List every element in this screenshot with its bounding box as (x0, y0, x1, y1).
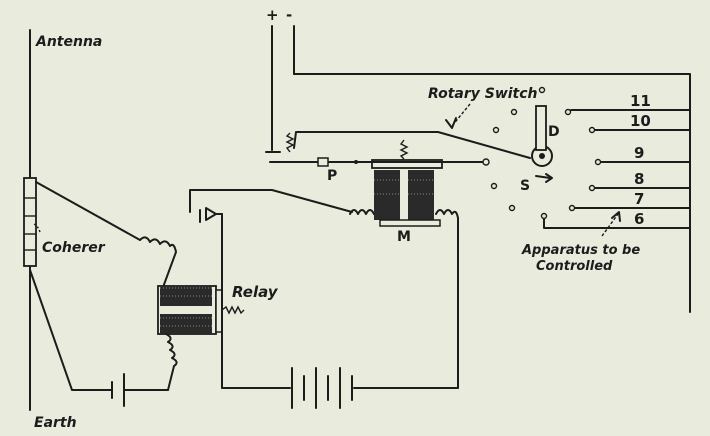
contact-to-magnet-wire (189, 189, 353, 213)
circuit-number-8: 8 (634, 170, 644, 188)
minus-label: - (286, 6, 292, 24)
circuit-number-9: 9 (634, 144, 644, 162)
antenna-label: Antenna (35, 34, 102, 50)
battery-return-wire (353, 231, 459, 389)
apparatus-label-line2: Controlled (536, 259, 613, 274)
apparatus-arrowhead (611, 211, 621, 222)
main-battery (291, 367, 353, 409)
switch-contacts (490, 86, 602, 220)
rotary-switch-label: Rotary Switch (428, 86, 538, 102)
magnet-lead-left (349, 209, 375, 215)
earth-label: Earth (34, 415, 77, 431)
earth-return-wire (29, 269, 113, 391)
switch-arm-label-d: D (548, 124, 560, 140)
pawl-terminal (482, 158, 490, 166)
spring (285, 132, 295, 153)
coherer (23, 177, 37, 267)
pawl-pivot (354, 160, 358, 164)
magnet-label: M (397, 229, 411, 245)
apparatus-pointer (601, 213, 619, 237)
circuit-number-10: 10 (630, 112, 651, 130)
coherer-label: Coherer (42, 240, 106, 256)
coherer-to-relay-wire (35, 181, 141, 241)
relay-contact-lead (221, 329, 291, 389)
common-return-wire (293, 73, 691, 313)
relay-contact (199, 207, 223, 331)
magnet (371, 139, 443, 227)
apparatus-label-line1: Apparatus to be (521, 243, 640, 258)
plus-label: + (266, 6, 279, 24)
relay (157, 285, 245, 335)
switch-feed-wire (293, 131, 531, 159)
circuit-number-11: 11 (630, 92, 651, 110)
relay-label: Relay (232, 283, 279, 301)
circuit-number-7: 7 (634, 190, 644, 208)
apparatus-lines (543, 109, 691, 229)
pawl (317, 157, 329, 167)
pawl-label: P (327, 168, 337, 184)
magnet-lead-right (435, 209, 459, 233)
switch-label-s: S (520, 178, 530, 194)
circuit-number-6: 6 (634, 210, 644, 228)
relay-coil-lead-bottom (165, 333, 178, 391)
rotary-switch (531, 105, 553, 183)
coherer-pointer (33, 223, 41, 233)
relay-coil-lead-top (139, 236, 177, 291)
rotary-switch-arrowhead (445, 117, 457, 129)
local-battery (111, 373, 125, 407)
